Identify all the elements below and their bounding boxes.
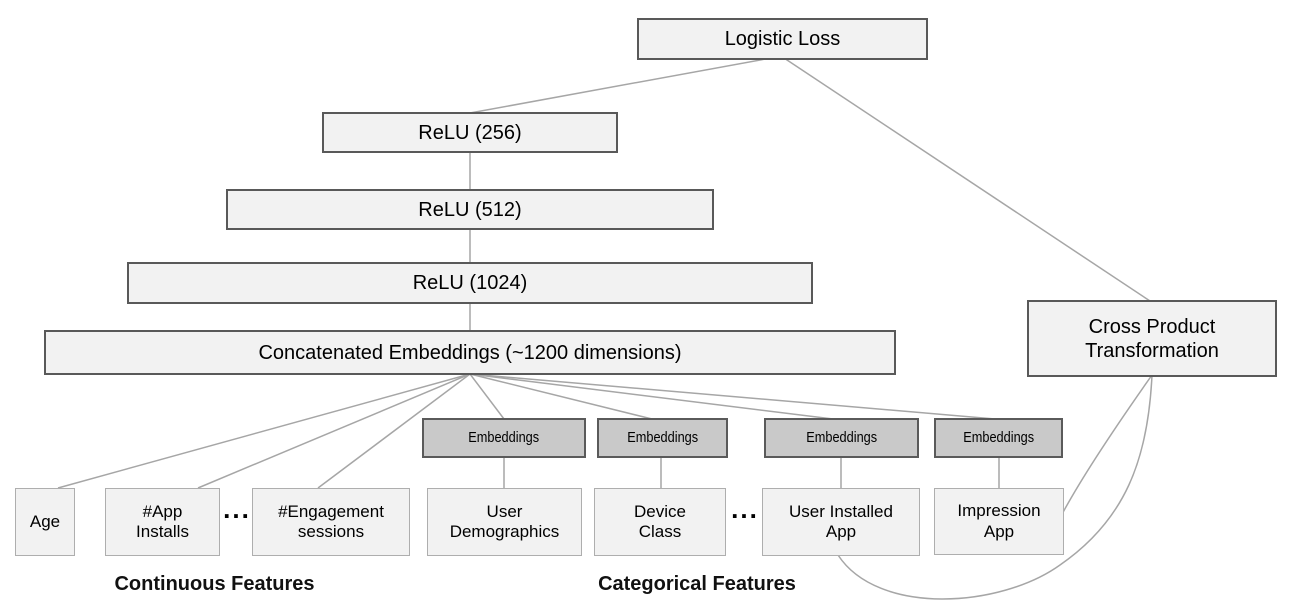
node-user-demographics-line1: User [486,501,523,521]
edge-concat-emb1 [469,373,505,420]
node-age-label: Age [29,511,61,531]
node-embeddings-4: Embeddings [934,418,1063,458]
node-relu-1024: ReLU (1024) [127,262,813,304]
node-device-class: Device Class [594,488,726,556]
edge-concat-emb2 [469,373,653,420]
node-embeddings-1: Embeddings [422,418,586,458]
label-categorical-features: Categorical Features [598,573,796,595]
edge-loss-to-relu256 [469,57,772,114]
node-concatenated-embeddings-label: Concatenated Embeddings (~1200 dimension… [258,341,682,364]
node-relu-256-label: ReLU (256) [418,121,522,144]
node-user-demographics-line2: Demographics [449,522,560,541]
node-user-demographics: User Demographics [427,488,582,556]
ellipsis-categorical: ... [731,494,759,524]
node-app-installs-line1: #App [142,501,183,521]
node-embeddings-2: Embeddings [597,418,728,458]
node-impression-app-line2: App [983,521,1015,541]
node-cross-product-line2: Transformation [1085,339,1219,362]
node-relu-512-label: ReLU (512) [418,198,522,221]
node-device-class-line2: Class [638,522,682,541]
node-user-installed-app-line2: App [825,522,857,541]
node-logistic-loss: Logistic Loss [637,18,928,60]
node-impression-app: Impression App [934,488,1064,555]
edge-concat-age [57,373,471,489]
node-engagement-sessions-line1: #Engagement [278,501,384,521]
node-cross-product-transformation: Cross Product Transformation [1027,300,1277,377]
node-embeddings-3: Embeddings [764,418,919,458]
node-user-installed-app: User Installed App [762,488,920,556]
node-app-installs: #App Installs [105,488,220,556]
node-impression-app-line1: Impression [957,501,1041,521]
node-embeddings-2-label: Embeddings [627,429,698,446]
node-engagement-sessions-line2: sessions [297,522,365,541]
node-embeddings-4-label: Embeddings [963,429,1034,446]
node-age: Age [15,488,75,556]
node-relu-256: ReLU (256) [322,112,618,153]
node-device-class-line1: Device [634,501,686,521]
edge-concat-emb3 [469,373,834,420]
node-app-installs-line2: Installs [136,522,189,541]
edge-loss-to-crossproduct [783,57,1151,302]
label-continuous-features: Continuous Features [114,573,315,595]
node-user-installed-app-line1: User Installed [789,501,893,521]
node-cross-product-line1: Cross Product [1088,315,1216,338]
edge-crossproduct-userinstalledapp [837,374,1153,600]
node-relu-512: ReLU (512) [226,189,714,230]
edge-concat-engagement [317,373,471,489]
edge-crossproduct-impressionapp [1059,374,1153,519]
node-embeddings-1-label: Embeddings [468,429,540,446]
ellipsis-continuous: ... [223,494,251,524]
node-concatenated-embeddings: Concatenated Embeddings (~1200 dimension… [44,330,896,375]
node-embeddings-3-label: Embeddings [806,429,877,446]
node-engagement-sessions: #Engagement sessions [252,488,410,556]
node-relu-1024-label: ReLU (1024) [412,272,528,294]
edge-concat-emb4 [469,373,996,420]
edge-concat-appinstalls [197,373,471,489]
node-logistic-loss-label: Logistic Loss [724,28,841,50]
